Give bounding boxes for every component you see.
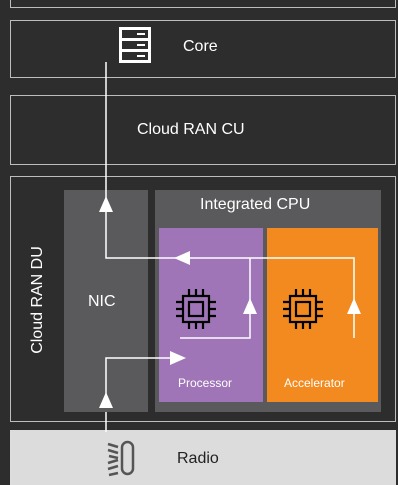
radio-layer — [10, 430, 396, 485]
accelerator-label: Accelerator — [284, 376, 345, 390]
arrow-up-processor — [243, 298, 257, 314]
cu-layer — [10, 95, 396, 165]
arrow-up-nic — [99, 196, 113, 212]
radio-input-line — [105, 357, 170, 398]
radio-label: Radio — [177, 450, 219, 467]
top-layer-box — [10, 0, 396, 8]
cpu-label: Integrated CPU — [200, 196, 311, 213]
core-layer — [10, 20, 396, 78]
server-rack-icon — [119, 27, 151, 63]
chip-icon — [176, 289, 216, 329]
arrow-right-processor — [170, 351, 186, 365]
cu-label: Cloud RAN CU — [137, 121, 245, 138]
processor-return-line — [180, 314, 251, 339]
arrow-left-processor — [174, 251, 190, 265]
core-label: Core — [183, 38, 218, 55]
chip-icon — [283, 289, 323, 329]
arrow-up-radio — [99, 392, 113, 408]
antenna-signal-icon — [107, 440, 135, 477]
processor-label: Processor — [178, 376, 233, 390]
upstream-line — [105, 212, 355, 302]
arrow-up-accelerator — [347, 298, 361, 314]
nic-label: NIC — [88, 293, 116, 310]
